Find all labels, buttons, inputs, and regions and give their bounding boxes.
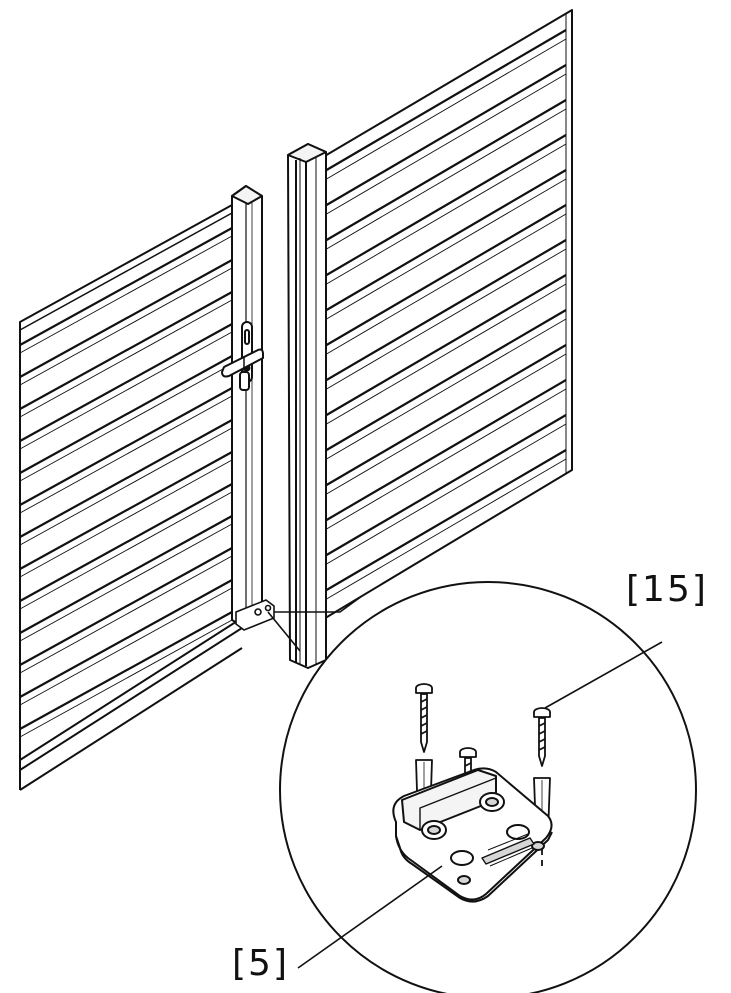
slat-line [19, 259, 233, 378]
fence-post [287, 143, 327, 669]
slat-line [317, 178, 567, 325]
floor-bracket-icon [392, 767, 553, 903]
slat-line [317, 29, 567, 176]
slat-line [317, 458, 567, 605]
gate-handle-icon [221, 348, 264, 391]
slat-line [317, 274, 567, 421]
slat-line [19, 555, 233, 674]
slat-line [317, 143, 567, 290]
slat-line [19, 587, 233, 706]
slat-line [317, 73, 567, 220]
slat-line [317, 318, 567, 465]
slat-line [317, 204, 567, 351]
slat-line [19, 619, 233, 738]
slat-line [19, 419, 233, 538]
detail-leader-line [267, 595, 363, 652]
slat-line [19, 483, 233, 602]
slat-line [317, 64, 567, 211]
slat-line [19, 547, 233, 666]
slat-line [19, 227, 233, 346]
slat-line [317, 309, 567, 456]
wood-screw-icon [415, 683, 433, 753]
slat-line [19, 355, 233, 474]
slat-line [317, 248, 567, 395]
slat-line [19, 491, 233, 610]
callout-leader-lines [297, 641, 663, 969]
slat-line [317, 414, 567, 561]
slat-line [19, 299, 233, 418]
slat-line [19, 363, 233, 482]
slat-line [19, 579, 233, 698]
slat-line [317, 449, 567, 596]
slat-line [19, 523, 233, 642]
floor-bracket-small [235, 599, 275, 631]
slat-line [19, 323, 233, 442]
slat-line [19, 291, 233, 410]
slat-line [19, 451, 233, 570]
wood-screw-icon [533, 707, 551, 767]
slat-line [317, 99, 567, 246]
slat-line [19, 515, 233, 634]
gate-stile [231, 185, 263, 629]
slat-line [317, 108, 567, 255]
slat-line [317, 353, 567, 500]
callout-floor-bracket-label: [5] [232, 943, 289, 984]
slat-line [19, 267, 233, 386]
slat-line [19, 459, 233, 578]
slat-line [317, 388, 567, 535]
slat-line [19, 611, 233, 730]
slat-line [19, 387, 233, 506]
slat-line [19, 235, 233, 354]
slat-line [317, 38, 567, 185]
slat-line [317, 239, 567, 386]
gate-panel [19, 204, 243, 791]
slat-line [19, 427, 233, 546]
slat-line [317, 344, 567, 491]
slat-line [19, 395, 233, 514]
slat-line [19, 331, 233, 450]
slat-line [317, 423, 567, 570]
slat-line [317, 169, 567, 316]
slat-line [317, 379, 567, 526]
slat-line [317, 213, 567, 360]
slat-line [317, 283, 567, 430]
fence-panel [317, 9, 573, 621]
callout-anchor-screw-label: [15] [626, 569, 708, 610]
slat-line [317, 134, 567, 281]
